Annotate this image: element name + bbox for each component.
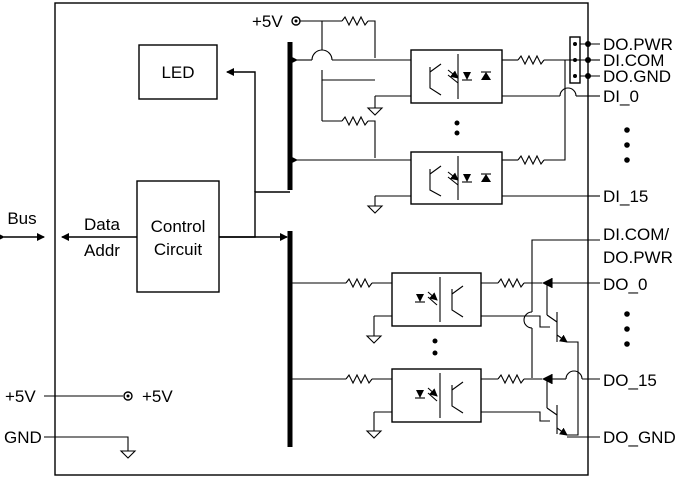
- led-label: LED: [161, 63, 194, 82]
- control-label-line1: Control: [151, 217, 206, 236]
- do0-input-resistor-icon: [345, 277, 373, 289]
- pullup-resistor-mid-icon: [341, 115, 369, 127]
- do0-phototransistor-icon: [451, 289, 464, 318]
- do15-led-icon: [416, 390, 424, 398]
- di0-ground-icon: [366, 107, 384, 116]
- di15-opto-diode-icon: [463, 174, 471, 182]
- do0-ground-icon: [365, 335, 383, 344]
- gnd-label: GND: [4, 428, 42, 447]
- di0-phototransistor-icon: [429, 67, 442, 96]
- do0-terminal-label: DO_0: [603, 275, 647, 294]
- di15-ground-icon: [366, 205, 384, 214]
- do15-input-resistor-icon: [345, 373, 373, 385]
- do-gnd-terminal-label: DO.GND: [603, 67, 671, 86]
- di0-input-resistor-icon: [517, 54, 545, 66]
- led-drive-wire: [226, 68, 256, 192]
- addr-label: Addr: [84, 241, 120, 260]
- do0-base-resistor-icon: [497, 277, 525, 289]
- vcc-right-label: +5V: [142, 387, 173, 406]
- di15-terminal-label: DI_15: [603, 187, 648, 206]
- di0-opto-diode-icon: [463, 72, 471, 80]
- dicom-dopwr-label-line1: DI.COM/: [603, 225, 669, 244]
- do15-terminal-label: DO_15: [603, 371, 657, 390]
- vcc-left-label: +5V: [5, 387, 36, 406]
- do0-led-icon: [416, 294, 424, 302]
- di15-phototransistor-icon: [429, 169, 442, 197]
- di-com-terminal-label: DI.COM: [603, 51, 664, 70]
- pullup-resistor-top-icon: [341, 15, 369, 27]
- vcc-left-terminal-icon: [123, 391, 133, 401]
- data-label: Data: [84, 215, 120, 234]
- di15-input-resistor-icon: [517, 154, 545, 166]
- dicom-dopwr-label-line2: DO.PWR: [603, 248, 673, 267]
- control-circuit-block: [136, 180, 220, 293]
- led-block: [138, 44, 218, 100]
- di0-terminal-label: DI_0: [603, 87, 639, 106]
- do15-ground-icon: [365, 430, 383, 439]
- do15-phototransistor-icon: [451, 385, 464, 414]
- control-label-line2: Circuit: [154, 240, 202, 259]
- gnd-left-ground-icon: [119, 450, 137, 459]
- control-to-input-bus-wire: [219, 191, 290, 238]
- do15-base-resistor-icon: [497, 373, 525, 385]
- bus-label: Bus: [7, 209, 36, 228]
- do-pwr-terminal-label: DO.PWR: [603, 35, 673, 54]
- module-outline: [54, 2, 589, 476]
- do-gnd-bottom-terminal-label: DO_GND: [603, 428, 676, 447]
- vcc-top-label: +5V: [252, 12, 283, 31]
